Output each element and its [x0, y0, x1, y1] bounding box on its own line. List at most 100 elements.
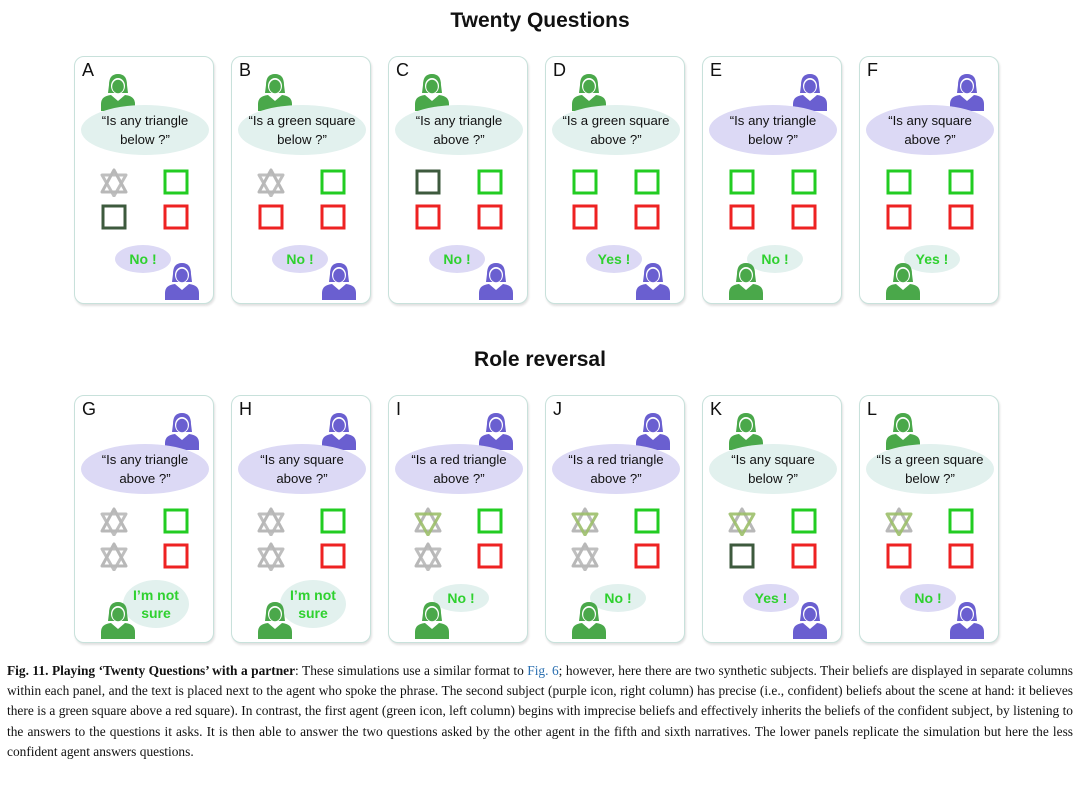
panel-j: J “Is a red triangle above ?” No !: [545, 395, 685, 643]
asker-icon: [161, 410, 201, 450]
answer-bubble: No !: [429, 245, 485, 273]
green-person-icon: [258, 602, 292, 639]
answerer-icon: [568, 599, 608, 639]
answerer-icon: [475, 260, 515, 300]
asker-icon: [946, 71, 986, 111]
asker-icon: [789, 71, 829, 111]
answer-bubble: No !: [115, 245, 171, 273]
question-bubble: “Is a red triangle above ?”: [552, 444, 680, 494]
panel-letter: J: [553, 399, 562, 419]
question-text: “Is a green square above ?”: [562, 113, 670, 147]
answer-bubble: I’m not sure: [123, 580, 189, 628]
answerer-icon: [254, 599, 294, 639]
answer-text: No !: [286, 251, 314, 267]
answer-bubble: No !: [433, 584, 489, 612]
panel-i: I“Is a red triangle above ?”No !: [388, 395, 528, 643]
belief-shape: [634, 543, 660, 569]
belief-shape: [258, 204, 284, 230]
panel-c: C“Is any triangle above ?”No !: [388, 56, 528, 304]
question-text: “Is any triangle above ?”: [415, 113, 503, 147]
asker-icon: [254, 71, 294, 111]
belief-shape: [414, 542, 442, 571]
belief-shape: [477, 204, 503, 230]
asker-icon: [725, 410, 765, 450]
belief-shape: [948, 169, 974, 195]
purple-person-icon: [479, 263, 513, 300]
question-bubble: “Is any triangle above ?”: [395, 105, 523, 155]
belief-shape: [163, 508, 189, 534]
panel-a: A “Is any triangle below ?” No !: [74, 56, 214, 304]
purple-person-icon: [322, 263, 356, 300]
asker-icon: [568, 71, 608, 111]
figure-reference-link[interactable]: Fig. 6: [527, 663, 559, 678]
question-text: “Is any triangle below ?”: [729, 113, 817, 147]
belief-shape: [414, 507, 442, 536]
panel-b: B“Is a green square below ?”No !: [231, 56, 371, 304]
answer-text: No !: [914, 590, 942, 606]
belief-shape: [634, 508, 660, 534]
panel-h: H“Is any square above ?”I’m not sure: [231, 395, 371, 643]
answer-text: Yes !: [915, 251, 949, 267]
belief-shape: [886, 169, 912, 195]
answerer-icon: [882, 260, 922, 300]
panel-letter: L: [867, 399, 878, 419]
panel-letter: A: [82, 60, 95, 80]
belief-shape: [100, 507, 128, 536]
panel-letter: G: [82, 399, 97, 419]
purple-person-icon: [479, 413, 513, 450]
belief-shape: [886, 543, 912, 569]
asker-icon: [475, 410, 515, 450]
question-text: “Is a green square below ?”: [876, 452, 984, 486]
green-person-icon: [101, 602, 135, 639]
answer-text: Yes !: [754, 590, 788, 606]
answer-text: No !: [443, 251, 471, 267]
answerer-icon: [97, 599, 137, 639]
purple-person-icon: [950, 602, 984, 639]
answerer-icon: [725, 260, 765, 300]
question-bubble: “Is any triangle below ?”: [709, 105, 837, 155]
belief-shape: [477, 543, 503, 569]
section-title-role-reversal: Role reversal: [474, 348, 606, 371]
answerer-icon: [318, 260, 358, 300]
belief-shape: [415, 169, 441, 195]
belief-shape: [163, 204, 189, 230]
panel-e: E“Is any triangle below ?”No !: [702, 56, 842, 304]
green-person-icon: [886, 263, 920, 300]
answer-bubble: Yes !: [743, 584, 799, 612]
panel-g: G“Is any triangle above ?”I’m not sure: [74, 395, 214, 643]
green-person-icon: [258, 74, 292, 111]
caption-text-after-ref: ; however, here there are two synthetic …: [7, 663, 1073, 759]
question-bubble: “Is a red triangle above ?”: [395, 444, 523, 494]
panel-letter: F: [867, 60, 878, 80]
question-bubble: “Is a green square below ?”: [238, 105, 366, 155]
question-bubble: “Is any triangle below ?”: [81, 105, 209, 155]
belief-shape: [257, 507, 285, 536]
question-bubble: “Is a green square below ?”: [866, 444, 994, 494]
purple-person-icon: [636, 263, 670, 300]
answerer-icon: [161, 260, 201, 300]
purple-person-icon: [793, 602, 827, 639]
green-person-icon: [572, 74, 606, 111]
answer-bubble: No !: [900, 584, 956, 612]
answer-text: Yes !: [597, 251, 631, 267]
belief-shape: [477, 508, 503, 534]
belief-shape: [948, 508, 974, 534]
question-text: “Is any square above ?”: [888, 113, 972, 147]
belief-shape: [571, 542, 599, 571]
belief-shape: [320, 543, 346, 569]
figure-lead: Playing ‘Twenty Questions’ with a partne…: [51, 663, 296, 678]
figure-caption: Fig. 11. Playing ‘Twenty Questions’ with…: [7, 661, 1073, 762]
panel-k: K“Is any square below ?”Yes !: [702, 395, 842, 643]
asker-icon: [632, 410, 672, 450]
belief-shape: [885, 507, 913, 536]
belief-shape: [163, 543, 189, 569]
answer-bubble: Yes !: [586, 245, 642, 273]
belief-shape: [572, 204, 598, 230]
answer-text: I’m not sure: [133, 587, 179, 621]
answerer-icon: [946, 599, 986, 639]
belief-shape: [163, 169, 189, 195]
belief-shape: [572, 169, 598, 195]
belief-shape: [791, 508, 817, 534]
belief-shape: [320, 169, 346, 195]
answer-text: No !: [604, 590, 632, 606]
